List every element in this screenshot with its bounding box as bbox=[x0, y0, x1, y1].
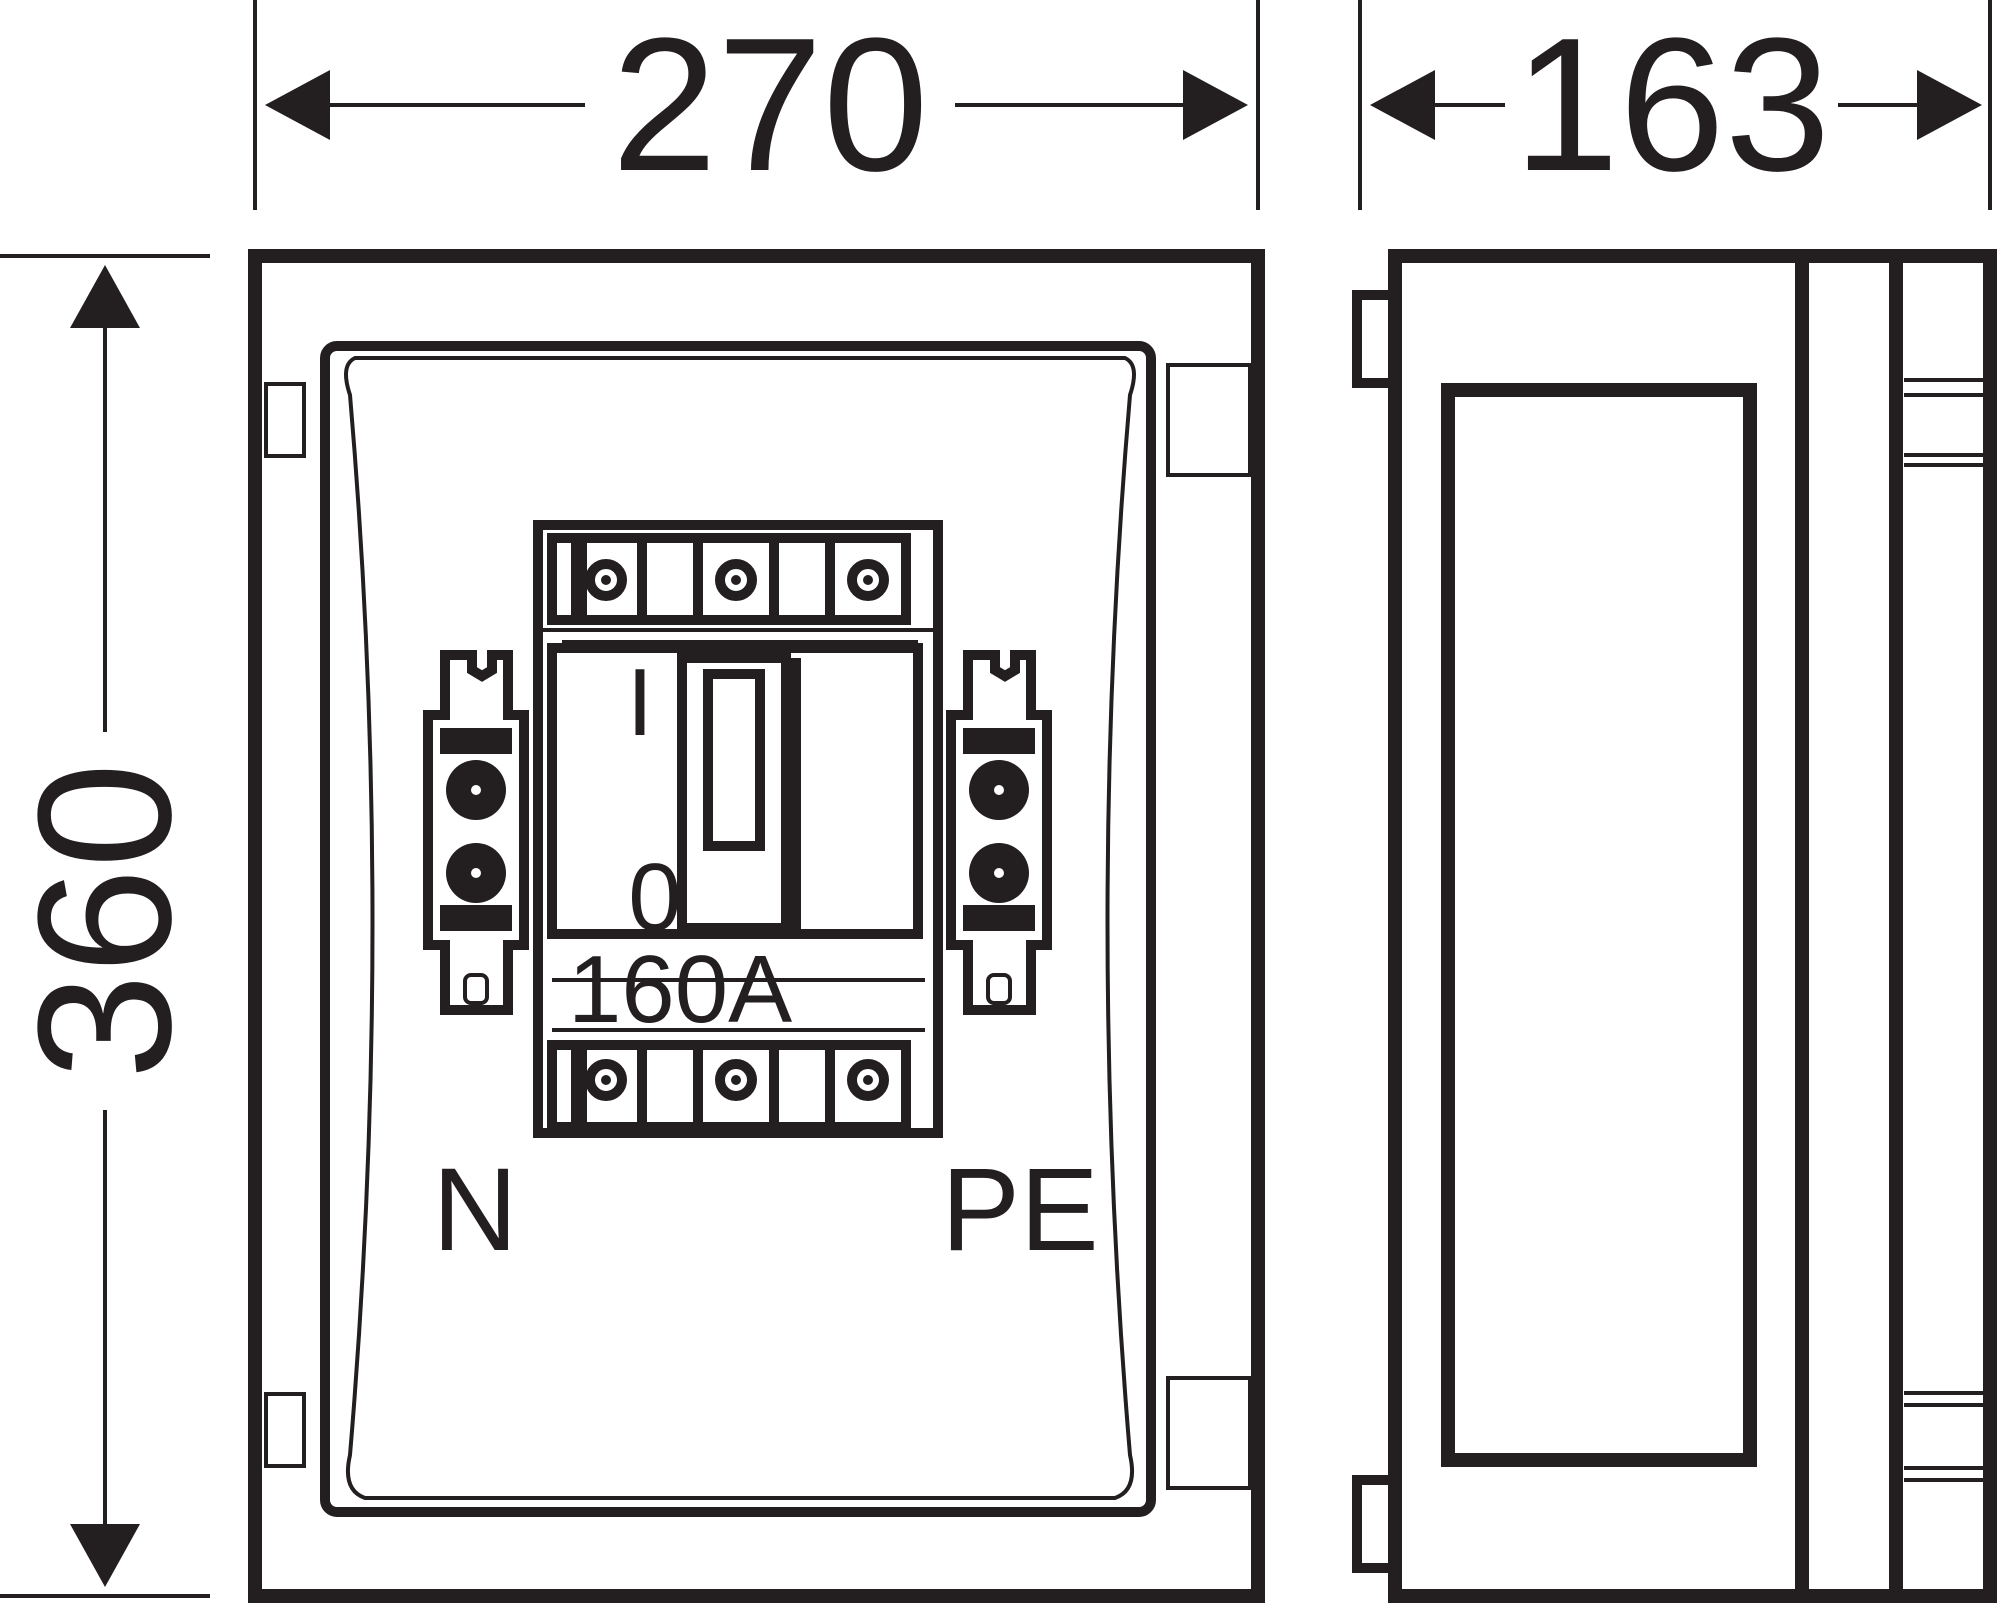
latch-right-bottom bbox=[1166, 1376, 1252, 1490]
lid-panel bbox=[344, 356, 1136, 1500]
arrow-down-icon bbox=[70, 1524, 140, 1587]
dimension-value-360: 360 bbox=[0, 762, 211, 1079]
terminal-screw-icon bbox=[585, 1059, 627, 1101]
side-hinge-bottom bbox=[1352, 1475, 1400, 1573]
enclosure-outline bbox=[248, 249, 1265, 1603]
terminal-screw-icon bbox=[847, 1059, 889, 1101]
terminal-slot bbox=[547, 1040, 587, 1132]
dimension-value-163: 163 bbox=[1513, 0, 1830, 211]
terminal-screw-icon bbox=[847, 559, 889, 601]
dimension-width-side: 163 bbox=[1358, 0, 1992, 211]
terminal-bar bbox=[963, 905, 1035, 931]
terminal-screw-center bbox=[731, 575, 741, 585]
terminal-clamp-pe bbox=[946, 650, 1052, 1015]
rating-label: 160A bbox=[568, 936, 792, 1043]
earth-label: PE bbox=[941, 1144, 1098, 1276]
dimension-width-front: 270 bbox=[253, 0, 1260, 211]
terminal-bar bbox=[963, 728, 1035, 754]
side-window bbox=[1441, 383, 1757, 1467]
switch-body bbox=[533, 520, 943, 1138]
switch-handle-icon[interactable] bbox=[703, 669, 765, 851]
switch-off-label: 0 bbox=[628, 844, 681, 951]
terminal-screw-center bbox=[601, 1075, 611, 1085]
side-enclosure-outline bbox=[1388, 249, 1997, 1603]
terminal-bar bbox=[440, 728, 512, 754]
terminal-cell bbox=[693, 1040, 779, 1132]
terminal-slot bbox=[547, 533, 587, 625]
terminal-clamp-n bbox=[423, 650, 529, 1015]
arrow-left-icon bbox=[265, 70, 330, 140]
terminal-screw-icon bbox=[715, 1059, 757, 1101]
hinge-left-top bbox=[264, 382, 306, 458]
terminal-screw-center bbox=[471, 785, 481, 795]
neutral-label: N bbox=[432, 1144, 517, 1276]
side-hinge-top bbox=[1352, 290, 1400, 388]
terminal-cell bbox=[825, 1040, 911, 1132]
switch-handle-frame bbox=[677, 653, 791, 933]
front-view: I 0 160A bbox=[248, 249, 1265, 1603]
terminal-slot bbox=[637, 1040, 703, 1132]
terminal-screw-icon bbox=[715, 559, 757, 601]
arrow-left-icon bbox=[1370, 70, 1435, 140]
side-view bbox=[1352, 249, 1997, 1603]
terminal-slot bbox=[637, 533, 703, 625]
earth-terminal bbox=[946, 650, 1052, 1015]
neutral-terminal bbox=[423, 650, 529, 1015]
terminal-notch bbox=[463, 973, 489, 1005]
terminal-screw-center bbox=[863, 575, 873, 585]
terminal-screw-center bbox=[471, 868, 481, 878]
terminal-screw-center bbox=[994, 785, 1004, 795]
terminal-notch bbox=[986, 973, 1012, 1005]
terminal-slot bbox=[769, 533, 835, 625]
terminal-bar bbox=[440, 905, 512, 931]
switch-disconnector: I 0 160A bbox=[533, 520, 943, 1138]
switch-on-label: I bbox=[627, 649, 654, 756]
arrow-right-icon bbox=[1183, 70, 1248, 140]
terminal-slot bbox=[769, 1040, 835, 1132]
arrow-right-icon bbox=[1917, 70, 1982, 140]
arrow-up-icon bbox=[70, 265, 140, 328]
dimension-value-270: 270 bbox=[611, 0, 928, 211]
terminal-screw-center bbox=[863, 1075, 873, 1085]
terminal-screw-center bbox=[731, 1075, 741, 1085]
hinge-left-bottom bbox=[264, 1392, 306, 1468]
switch-front-panel bbox=[547, 643, 923, 939]
terminal-cell bbox=[825, 533, 911, 625]
terminal-screw-center bbox=[601, 575, 611, 585]
lid-outline bbox=[320, 341, 1156, 1517]
latch-right-top bbox=[1166, 363, 1252, 477]
terminal-screw-icon bbox=[585, 559, 627, 601]
terminal-screw-center bbox=[994, 868, 1004, 878]
dimension-height: 360 bbox=[0, 254, 211, 1598]
